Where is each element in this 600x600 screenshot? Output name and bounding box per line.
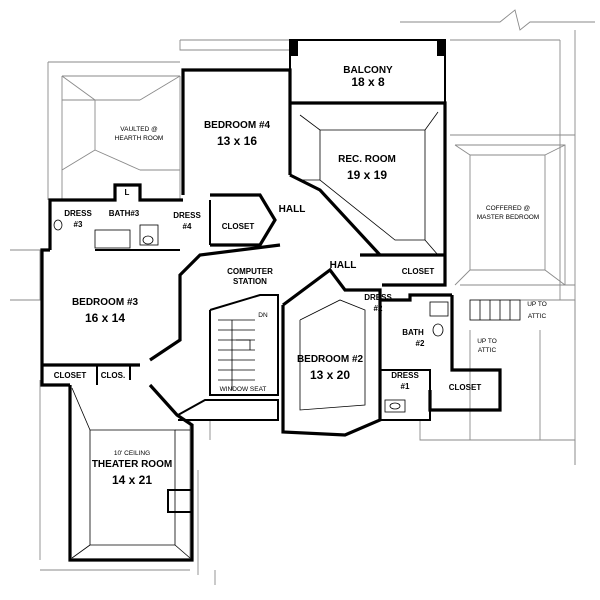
dress1-label-1: DRESS: [391, 371, 419, 380]
bath-fixtures: [53, 219, 449, 413]
vaulted-label-1: VAULTED @: [120, 126, 158, 133]
dress2-label-1: DRESS: [364, 293, 392, 302]
stairs-dn-label: DN: [258, 312, 268, 319]
closet-rec-label: CLOSET: [402, 267, 435, 276]
closet-bedroom3-label: CLOSET: [54, 371, 87, 380]
bath2-label-1: BATH: [402, 328, 424, 337]
dress2-label-2: #2: [374, 304, 383, 313]
rec-room-label: REC. ROOM: [338, 154, 396, 165]
computer-station-label-2: STATION: [233, 277, 267, 286]
hall-upper-label: HALL: [279, 204, 306, 215]
clos-label: CLOS.: [101, 371, 125, 380]
bedroom2-ceiling: [299, 299, 366, 411]
linen-l-label: L: [125, 188, 130, 197]
theater-dims: 14 x 21: [112, 473, 152, 487]
up-attic-mid-2: ATTIC: [478, 347, 497, 354]
theater-ceiling: [71, 387, 193, 559]
closet-bedroom2-label: CLOSET: [449, 383, 482, 392]
bedroom4-dims: 13 x 16: [217, 134, 257, 148]
bedroom3-label: BEDROOM #3: [72, 297, 139, 308]
bedroom3-dims: 16 x 14: [85, 311, 125, 325]
dress4-label-1: DRESS: [173, 211, 201, 220]
closet-bedroom4-label: CLOSET: [222, 222, 255, 231]
hall-lower-label: HALL: [330, 260, 357, 271]
rec-room-dims: 19 x 19: [347, 168, 387, 182]
attic-stairs: [469, 299, 521, 321]
bath3-label: BATH#3: [109, 209, 140, 218]
stair-treads: [218, 319, 255, 390]
bath2-label-2: #2: [416, 339, 425, 348]
up-attic-right-2: ATTIC: [528, 313, 547, 320]
dress1-label-2: #1: [401, 382, 410, 391]
coffered-label-2: MASTER BEDROOM: [477, 214, 539, 221]
balcony-label: BALCONY: [343, 65, 393, 76]
bedroom2-label: BEDROOM #2: [297, 354, 364, 365]
vaulted-roof-lines: [61, 75, 181, 200]
coffered-ceiling-lines: [454, 144, 566, 286]
window-seat-label: WINDOW SEAT: [220, 386, 267, 393]
bedroom2-dims: 13 x 20: [310, 368, 350, 382]
bedroom4-label: BEDROOM #4: [204, 120, 271, 131]
vaulted-label-2: HEARTH ROOM: [115, 135, 164, 142]
dress3-label-1: DRESS: [64, 209, 92, 218]
up-attic-mid-1: UP TO: [477, 338, 497, 345]
up-attic-right-1: UP TO: [527, 301, 547, 308]
balcony-dims: 18 x 8: [351, 75, 385, 89]
rec-room-ceiling: [299, 111, 439, 256]
computer-station-label-1: COMPUTER: [227, 267, 273, 276]
dress3-label-2: #3: [74, 220, 83, 229]
theater-label: THEATER ROOM: [92, 459, 172, 470]
coffered-label-1: COFFERED @: [486, 205, 531, 212]
theater-ceiling-note: 10' CEILING: [114, 450, 150, 457]
dress4-label-2: #4: [183, 222, 192, 231]
